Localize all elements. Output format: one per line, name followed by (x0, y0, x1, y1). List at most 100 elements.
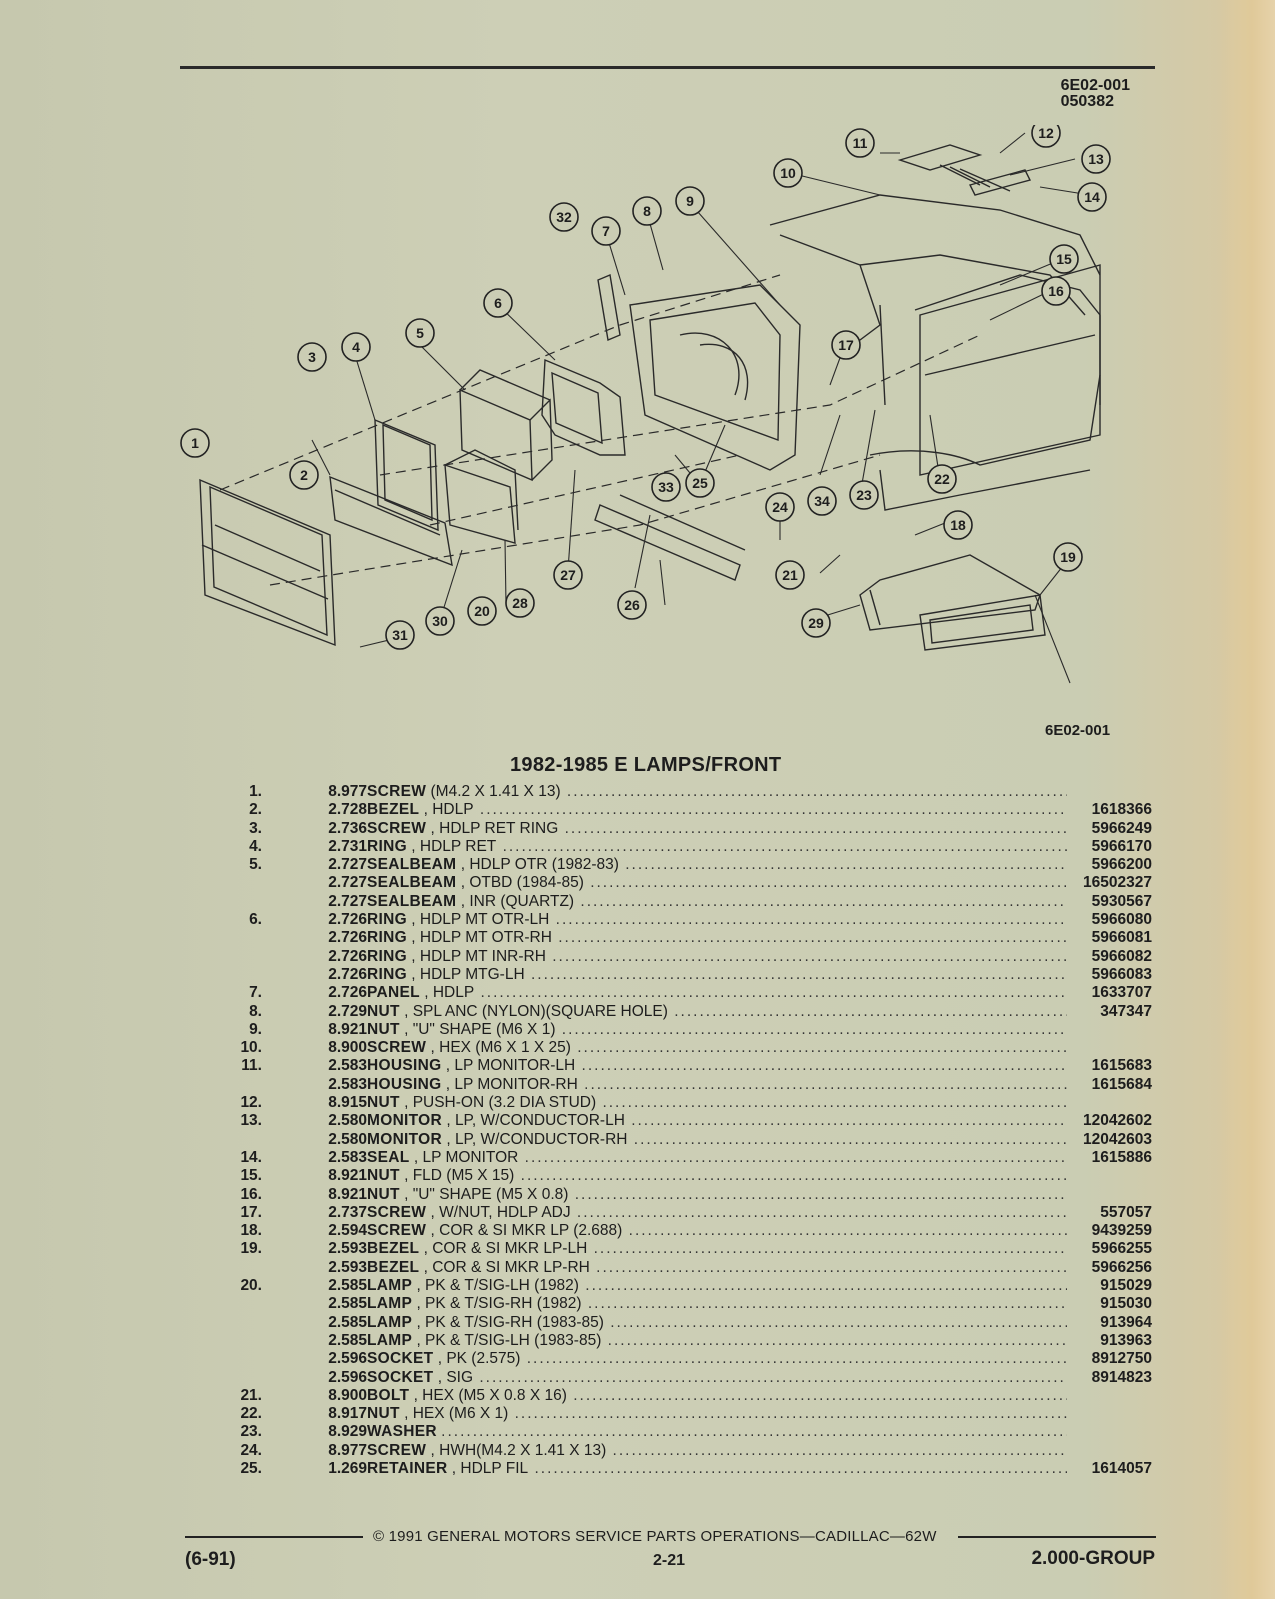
part-name: BEZEL (367, 1258, 420, 1276)
part-name: LAMP (367, 1313, 413, 1331)
parts-row-part-number: 1615886 (1091, 1148, 1152, 1166)
footer-page-number: 2-21 (653, 1552, 686, 1569)
callout-23: 23 (849, 480, 879, 510)
dot-leader: ........................................… (585, 1277, 1067, 1295)
callout-21: 21 (775, 560, 805, 590)
part-name: NUT (367, 1405, 400, 1423)
callout-18: 18 (943, 510, 973, 540)
parts-row-index: 14. (240, 1148, 262, 1166)
part-spec: , COR & SI MKR LP (2.688) (430, 1222, 623, 1240)
callout-31: 31 (385, 620, 415, 650)
parts-row-description: RETAINER , HDLP FIL ....................… (367, 1460, 1067, 1478)
parts-row-description: RING , HDLP MT INR-RH ..................… (367, 948, 1067, 966)
part-spec: , PK (2.575) (437, 1350, 521, 1368)
callout-label: 27 (560, 567, 576, 583)
part-name: LAMP (367, 1331, 413, 1349)
dot-leader: ........................................… (628, 1222, 1067, 1240)
diagram-leader-lines (311, 132, 1091, 684)
dot-leader: ........................................… (441, 1423, 1067, 1441)
dot-leader: ........................................… (530, 965, 1067, 983)
part-spec: , LP MONITOR-RH (445, 1075, 578, 1093)
parts-row-index (230, 874, 262, 892)
dot-leader: ........................................… (479, 801, 1067, 819)
callout-33: 33 (651, 472, 681, 502)
dot-leader: ........................................… (574, 1185, 1067, 1203)
parts-row-group: 8.929 (328, 1423, 367, 1441)
part-spec: , W/NUT, HDLP ADJ (430, 1203, 571, 1221)
dot-leader: ........................................… (593, 1240, 1067, 1258)
part-name: PANEL (367, 984, 420, 1002)
parts-row-index: 10. (240, 1039, 262, 1057)
parts-row-index (230, 929, 262, 947)
parts-row-index (230, 1369, 262, 1387)
part-spec: , OTBD (1984-85) (460, 874, 584, 892)
parts-row-description: BEZEL , COR & SI MKR LP-LH .............… (367, 1240, 1067, 1258)
callout-label: 5 (416, 325, 424, 341)
part-spec: , SIG (437, 1368, 474, 1386)
callout-7: 7 (591, 216, 621, 246)
part-name: RING (367, 911, 407, 929)
parts-row-description: NUT , HEX (M6 X 1) .....................… (367, 1405, 1067, 1423)
part-name: BEZEL (367, 801, 420, 819)
dot-leader: ........................................… (596, 1258, 1067, 1276)
parts-row-group: 2.726 (328, 929, 367, 947)
parts-row-group: 2.596 (328, 1350, 367, 1368)
parts-row-group: 2.596 (328, 1368, 367, 1386)
part-spec: , HDLP RET RING (430, 819, 559, 837)
parts-row-group: 8.900 (328, 1386, 367, 1404)
part-name: WASHER (367, 1423, 437, 1441)
parts-row-description: NUT , FLD (M5 X 15) ....................… (367, 1167, 1067, 1185)
parts-row-group: 2.593 (328, 1240, 367, 1258)
part-name: SCREW (367, 1039, 427, 1057)
part-spec: , HDLP MT OTR-RH (411, 929, 552, 947)
callout-2: 2 (289, 460, 319, 490)
callout-17: 17 (831, 330, 861, 360)
footer-copyright: © 1991 GENERAL MOTORS SERVICE PARTS OPER… (373, 1528, 937, 1545)
callout-label: 11 (853, 135, 868, 151)
dot-leader: ........................................… (502, 837, 1067, 855)
parts-row-part-number: 913963 (1100, 1331, 1152, 1349)
parts-row-description: SEALBEAM , INR (QUARTZ) ................… (367, 893, 1067, 911)
dot-leader: ........................................… (534, 1459, 1067, 1477)
part-spec: , PK & T/SIG-LH (1983-85) (416, 1331, 602, 1349)
parts-row-index: 13. (240, 1112, 262, 1130)
part-spec: , INR (QUARTZ) (460, 892, 575, 910)
dot-leader: ........................................… (558, 929, 1067, 947)
dot-leader: ........................................… (564, 819, 1067, 837)
parts-row-part-number: 9439259 (1091, 1222, 1152, 1240)
part-spec: , COR & SI MKR LP-RH (423, 1258, 590, 1276)
part-spec: , LP, W/CONDUCTOR-LH (446, 1112, 625, 1130)
header-code-line1: 6E02-001 (1060, 77, 1130, 94)
diagram-callouts: 1234567891011121314151617181920212223242… (180, 125, 1111, 650)
parts-row-group: 2.737 (328, 1203, 367, 1221)
part-name: HOUSING (367, 1075, 442, 1093)
parts-row-group: 8.921 (328, 1167, 367, 1185)
parts-row-description: MONITOR , LP, W/CONDUCTOR-RH ...........… (367, 1131, 1067, 1149)
parts-row-description: SCREW , HWH(M4.2 X 1.41 X 13) ..........… (367, 1442, 1067, 1460)
parts-row-group: 2.736 (328, 819, 367, 837)
parts-row-index: 1. (249, 783, 262, 800)
parts-row-description: WASHER .................................… (367, 1423, 1067, 1441)
callout-9: 9 (675, 186, 705, 216)
callout-label: 31 (392, 627, 408, 643)
callout-label: 26 (624, 597, 640, 613)
part-spec: , HEX (M5 X 0.8 X 16) (413, 1386, 567, 1404)
parts-row-index: 18. (240, 1222, 262, 1240)
callout-22: 22 (927, 464, 957, 494)
parts-row-part-number: 557057 (1100, 1203, 1152, 1221)
header-code-line2: 050382 (1060, 93, 1114, 110)
parts-row-group: 2.727 (328, 856, 367, 874)
parts-row-group: 2.585 (328, 1277, 367, 1295)
parts-row-description: NUT , "U" SHAPE (M6 X 1) ...............… (367, 1021, 1067, 1039)
callout-label: 17 (838, 337, 854, 353)
parts-row-part-number: 1615684 (1091, 1075, 1152, 1093)
parts-row-description: SCREW , HDLP RET RING ..................… (367, 820, 1067, 838)
part-name: SEALBEAM (367, 892, 457, 910)
